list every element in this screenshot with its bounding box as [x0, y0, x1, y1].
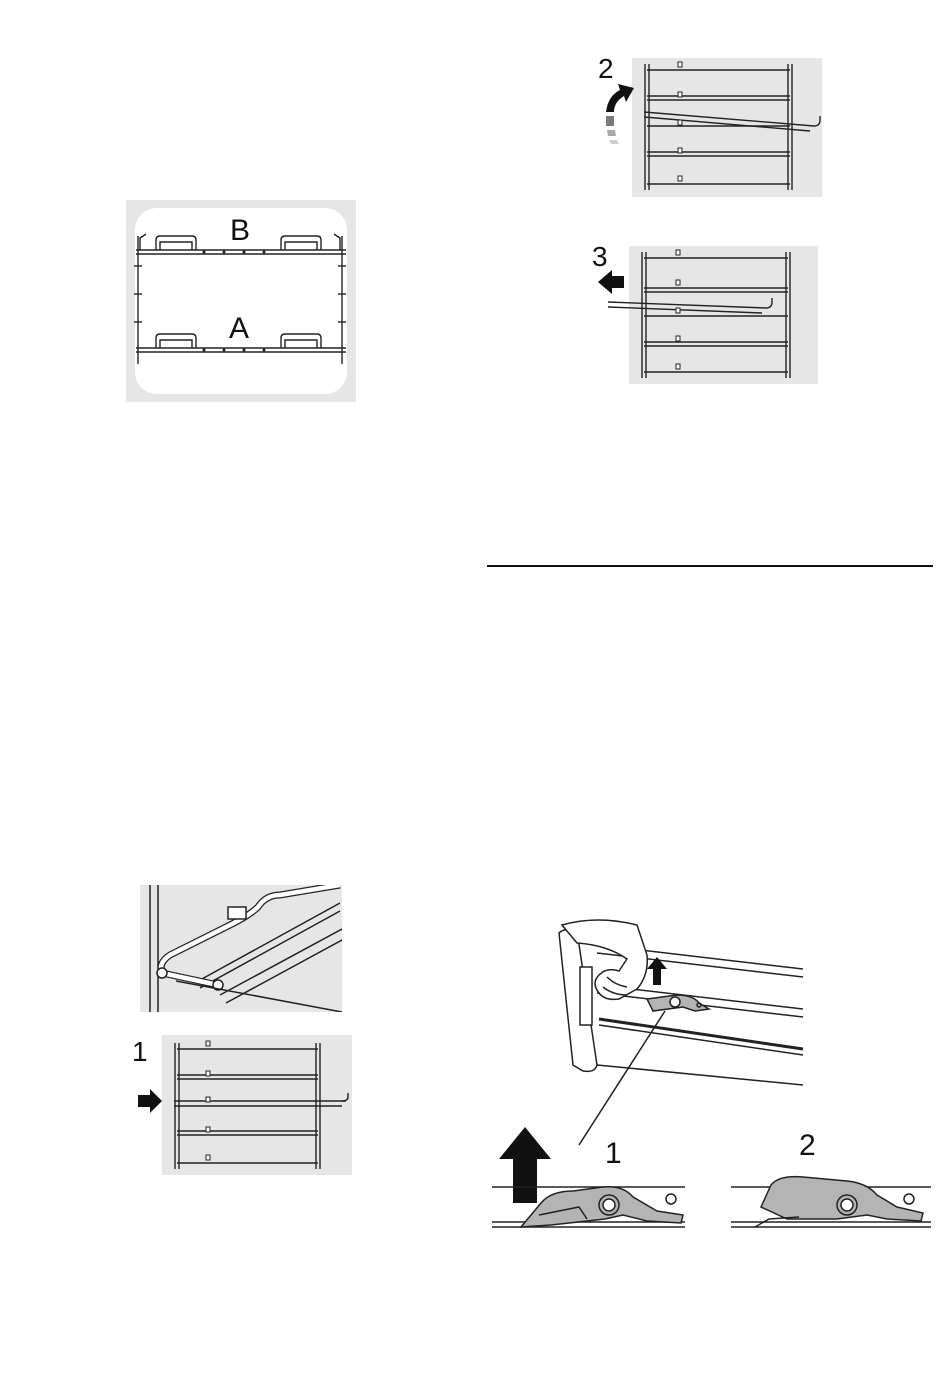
- figure-rail-closeup: [140, 885, 342, 1012]
- figure-step-1: 1: [130, 1035, 352, 1175]
- label-position-a: A: [229, 312, 249, 345]
- latch-release-illustration: 1 2: [487, 915, 933, 1245]
- figure-step-3: 3: [590, 236, 820, 384]
- rail-closeup-illustration: [140, 885, 342, 1012]
- step-1-number: 1: [132, 1036, 148, 1067]
- latch-label-2: 2: [799, 1129, 816, 1162]
- step-3-number: 3: [592, 241, 608, 272]
- figure-shelf-positions: B A: [126, 200, 356, 402]
- section-divider: [487, 565, 933, 567]
- step-2-illustration: 2: [596, 52, 822, 197]
- label-position-b: B: [230, 214, 250, 247]
- step-2-number: 2: [598, 53, 614, 84]
- shelf-positions-illustration: B A: [126, 200, 356, 402]
- step-1-illustration: 1: [130, 1035, 352, 1175]
- figure-step-2: 2: [596, 52, 822, 197]
- step-3-illustration: 3: [590, 236, 820, 384]
- figure-latch-release: 1 2: [487, 915, 933, 1245]
- latch-label-1: 1: [605, 1137, 622, 1170]
